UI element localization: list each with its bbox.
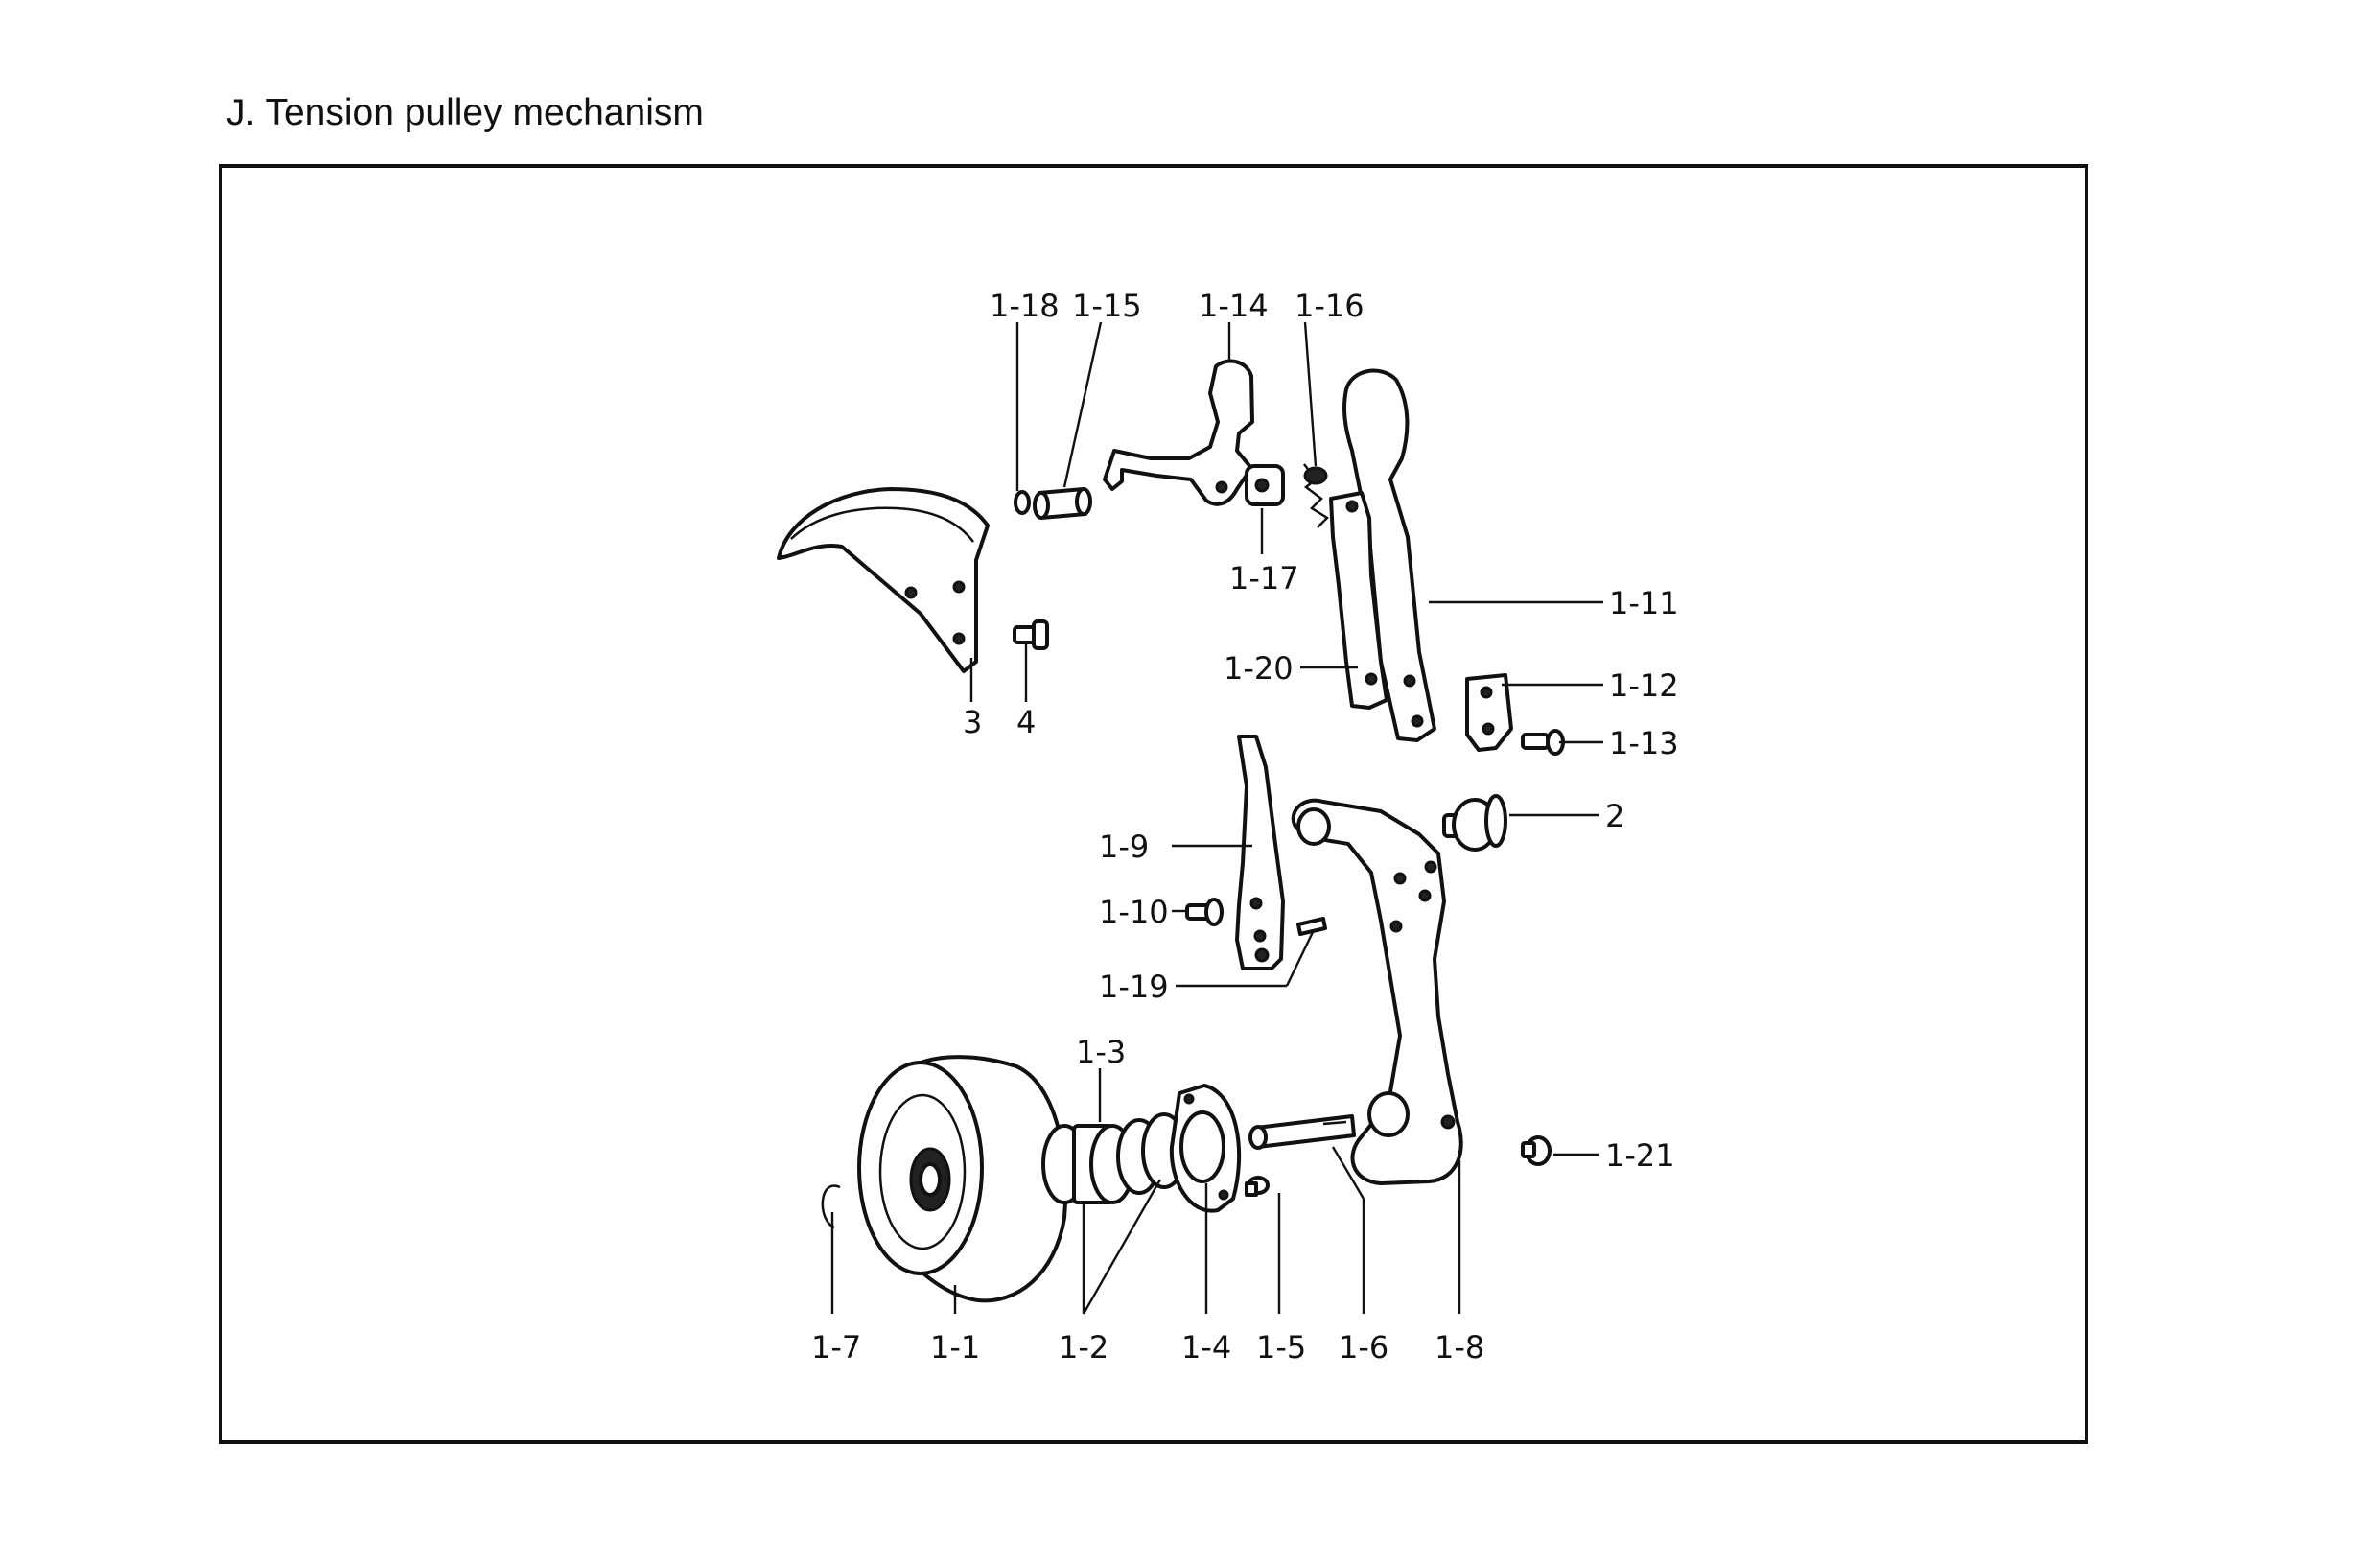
label-1-2: 1-2 xyxy=(1059,1329,1108,1366)
label-1-10: 1-10 xyxy=(1099,894,1169,930)
label-1-8: 1-8 xyxy=(1435,1329,1484,1366)
label-1-11: 1-11 xyxy=(1609,585,1679,621)
label-1-4: 1-4 xyxy=(1181,1329,1231,1366)
pulley xyxy=(857,1055,1068,1303)
page-title: J. Tension pulley mechanism xyxy=(226,92,704,133)
screw-1-10 xyxy=(1185,898,1224,926)
label-1-7: 1-7 xyxy=(811,1329,861,1366)
label-1-17: 1-17 xyxy=(1229,560,1299,596)
label-3: 3 xyxy=(963,704,982,740)
label-1-1: 1-1 xyxy=(930,1329,980,1366)
label-1-18: 1-18 xyxy=(990,288,1060,324)
spring xyxy=(1303,463,1329,528)
bracket-arm xyxy=(1291,798,1463,1185)
lower-lever xyxy=(1235,735,1285,970)
bearings xyxy=(1041,1112,1187,1204)
lower-link-plate xyxy=(1329,491,1388,710)
label-1-21: 1-21 xyxy=(1605,1137,1675,1174)
shoulder-screw xyxy=(1442,794,1507,852)
pivot-pin xyxy=(1033,487,1092,520)
tension-lever xyxy=(1342,368,1436,742)
label-1-3: 1-3 xyxy=(1076,1034,1126,1070)
link-plate-1-12 xyxy=(1465,673,1513,752)
screw-1-13 xyxy=(1521,729,1565,756)
label-1-6: 1-6 xyxy=(1339,1329,1388,1366)
label-1-14: 1-14 xyxy=(1199,288,1269,324)
label-1-13: 1-13 xyxy=(1609,725,1679,761)
hook-lever xyxy=(1103,359,1254,506)
label-1-9: 1-9 xyxy=(1099,829,1149,865)
label-1-12: 1-12 xyxy=(1609,667,1679,704)
label-1-16: 1-16 xyxy=(1295,288,1365,324)
part-labels: 1-18 1-15 1-14 1-16 1-17 1-11 1-20 1-12 … xyxy=(811,288,1679,1366)
pin-1-19 xyxy=(1296,917,1327,936)
label-1-15: 1-15 xyxy=(1072,288,1142,324)
e-ring xyxy=(821,1184,841,1229)
label-1-19: 1-19 xyxy=(1099,969,1169,1005)
label-1-5: 1-5 xyxy=(1256,1329,1306,1366)
label-4: 4 xyxy=(1016,704,1036,740)
pulley-guard xyxy=(777,487,990,673)
guard-screw xyxy=(1013,619,1049,650)
flange xyxy=(1169,1084,1242,1213)
label-1-20: 1-20 xyxy=(1224,650,1294,687)
leader-lines xyxy=(830,321,1603,1315)
e-ring-small xyxy=(1014,490,1031,515)
screw-1-5 xyxy=(1245,1176,1270,1197)
shaft xyxy=(1248,1114,1356,1150)
set-screw xyxy=(1521,1135,1552,1166)
diagram-frame xyxy=(219,164,2088,1444)
label-2: 2 xyxy=(1605,798,1624,834)
link-block xyxy=(1245,464,1285,506)
